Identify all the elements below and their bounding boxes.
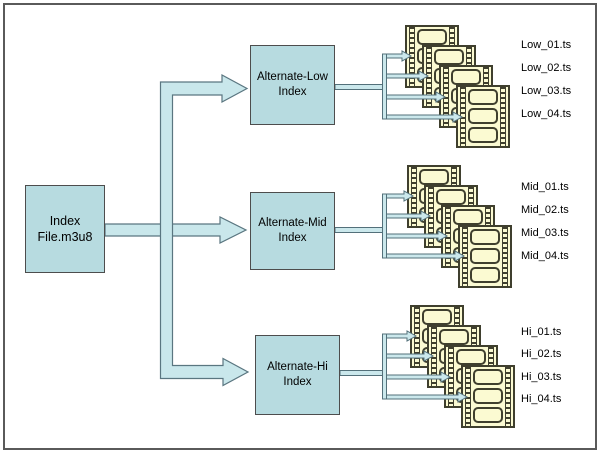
alternate-hi-label-line1: Alternate-Hi: [267, 360, 328, 373]
alternate-low-label-line1: Alternate-Low: [257, 70, 328, 83]
segment-label: Hi_01.ts: [521, 326, 562, 338]
segment-label: Low_04.ts: [521, 108, 572, 120]
segment-label: Hi_04.ts: [521, 393, 562, 405]
film-strip-icon: [458, 225, 512, 288]
segment-label: Mid_03.ts: [521, 227, 569, 239]
index-stub-line: [334, 84, 383, 90]
film-strip-icon: [461, 365, 515, 428]
alternate-mid-label-line1: Alternate-Mid: [258, 216, 327, 229]
branch-line: [382, 333, 387, 400]
segment-label: Low_01.ts: [521, 39, 572, 51]
branch-line: [382, 193, 387, 259]
index-stub-line: [334, 227, 383, 233]
segment-label: Low_02.ts: [521, 62, 572, 74]
segment-label: Hi_02.ts: [521, 348, 562, 360]
alternate-mid-index-box: Alternate-Mid Index: [250, 192, 335, 270]
trunk-branch-arrows: [159, 73, 250, 387]
index-file-label-line2: File.m3u8: [37, 230, 93, 244]
branch-line: [382, 53, 387, 120]
segment-label: Low_03.ts: [521, 85, 572, 97]
index-stub-line: [339, 370, 383, 376]
index-file-box: Index File.m3u8: [25, 185, 105, 273]
segment-label: Mid_01.ts: [521, 181, 569, 193]
segment-label: Mid_02.ts: [521, 204, 569, 216]
alternate-low-index-box: Alternate-Low Index: [250, 45, 335, 125]
segment-label: Hi_03.ts: [521, 371, 562, 383]
film-strip-icon: [456, 85, 510, 148]
alternate-mid-label-line2: Index: [278, 232, 307, 244]
alternate-hi-index-box: Alternate-Hi Index: [255, 335, 340, 415]
index-file-label-line1: Index: [49, 213, 81, 228]
segment-label: Mid_04.ts: [521, 250, 569, 262]
alternate-low-label-line2: Index: [278, 86, 307, 98]
root-to-mid-arrow: [104, 216, 248, 244]
alternate-hi-label-line2: Index: [283, 376, 312, 388]
